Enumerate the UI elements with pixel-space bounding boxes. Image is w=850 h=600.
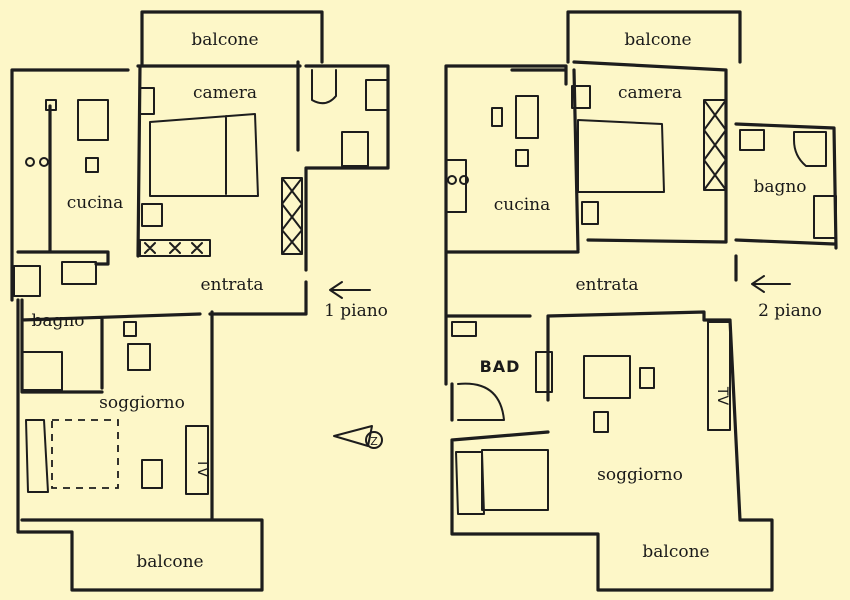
plan2-bed	[577, 119, 665, 193]
plan1-sofa	[25, 419, 49, 493]
plan1-bagno-fixture-1	[13, 265, 41, 297]
plan1-nightstand-1	[139, 87, 155, 115]
plan2-tv-label: TV	[714, 386, 730, 406]
plan1-shelf	[21, 351, 63, 391]
plan2-walls	[444, 10, 838, 592]
plan1-entrance-arrow	[329, 281, 371, 299]
plan2-wardrobe	[703, 99, 727, 191]
plan1-nightstand-2	[141, 203, 163, 227]
plan1-toilet	[341, 131, 369, 167]
plan2-entrance-arrow	[751, 275, 791, 293]
plan1-armchair	[127, 343, 151, 371]
plan2-label-cucina: cucina	[494, 195, 551, 215]
plan2-bad-tub	[535, 351, 553, 393]
plan2-stove-burner-2	[459, 175, 469, 185]
plan2-floor-label: 2 piano	[758, 301, 822, 321]
plan2-label-balcone-bottom: balcone	[642, 542, 709, 562]
compass-letter: Z	[370, 435, 378, 448]
plan1-label-camera: camera	[193, 83, 257, 103]
plan2-side-chair	[639, 367, 655, 389]
plan2-stove-burner-1	[447, 175, 457, 185]
plan2-sink	[739, 129, 765, 151]
plan1-walls	[10, 10, 390, 592]
plan2-kitchen-chair-2	[515, 149, 529, 167]
plan2-kitchen-table	[515, 95, 539, 139]
plan1-label-entrata: entrata	[200, 275, 263, 295]
plan2-toilet	[793, 131, 827, 167]
compass-icon: Z	[333, 425, 383, 449]
plan2-label-balcone-top: balcone	[624, 30, 691, 50]
plan1-floor-label: 1 piano	[324, 301, 388, 321]
plan1-label-cucina: cucina	[67, 193, 124, 213]
plan1-tv-cabinet	[185, 425, 209, 495]
plan1-stove-burner-2	[39, 157, 49, 167]
plan2-label-bad: BAD	[480, 357, 521, 376]
plan1-sink	[365, 79, 389, 111]
plan2-rug	[481, 449, 549, 511]
plan1-kitchen-chair-2	[85, 157, 99, 173]
plan1-kitchen-table	[77, 99, 109, 141]
plan1-rug	[51, 419, 119, 489]
plan1-small-box	[123, 321, 137, 337]
plan1-bagno-fixture-2	[61, 261, 97, 285]
plan2-label-bagno: bagno	[753, 177, 806, 197]
plan2-tv-cabinet	[707, 321, 731, 431]
plan2-label-soggiorno: soggiorno	[597, 465, 683, 485]
floor-plan-1: TV balcone camera cucina entrata bagno s…	[10, 10, 390, 592]
plan2-kitchen-counter	[445, 159, 467, 213]
plan2-bad-fixture	[451, 321, 477, 337]
plan1-label-bagno: bagno	[31, 311, 84, 331]
plan1-stove-burner-1	[25, 157, 35, 167]
plan2-label-camera: camera	[618, 83, 682, 103]
plan2-bad-door-swing	[457, 382, 505, 421]
plan1-door-swing	[311, 69, 337, 105]
plan2-label-entrata: entrata	[575, 275, 638, 295]
plan1-table	[141, 459, 163, 489]
plan1-label-soggiorno: soggiorno	[99, 393, 185, 413]
plan2-armchair	[583, 355, 631, 399]
floor-plan-2: TV balcone camera bagno cucina entrata B…	[444, 10, 838, 592]
plan2-nightstand-1	[571, 85, 591, 109]
plan2-sofa	[455, 451, 485, 515]
plan1-kitchen-chair-1	[45, 99, 57, 111]
plan1-bed	[149, 113, 259, 197]
plan1-closet-camera	[139, 239, 211, 257]
plan1-wardrobe-entrata	[281, 177, 303, 255]
plan1-label-balcone-top: balcone	[191, 30, 258, 50]
plan1-label-balcone-bottom: balcone	[136, 552, 203, 572]
plan2-small-box	[593, 411, 609, 433]
plan1-tv-label: TV	[194, 458, 210, 478]
plan2-kitchen-chair-1	[491, 107, 503, 127]
plan2-nightstand-2	[581, 201, 599, 225]
plan2-shower	[813, 195, 837, 239]
